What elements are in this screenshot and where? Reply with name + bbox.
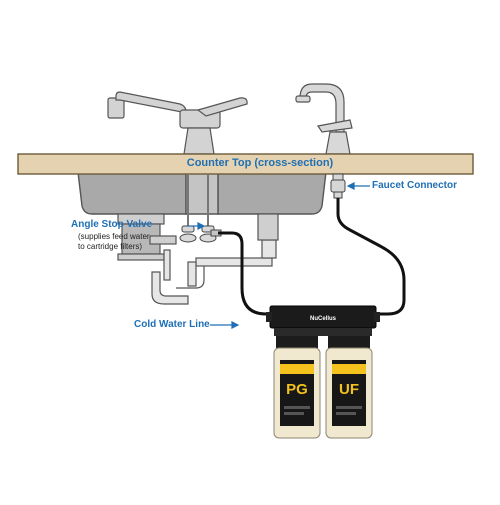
faucet-connector-arrowhead xyxy=(346,182,355,190)
filter-head: NuCellus xyxy=(266,305,380,336)
cartridge-uf-label: UF xyxy=(339,381,359,398)
countertop-label: Counter Top (cross-section) xyxy=(186,157,334,169)
brand-logo: NuCellus xyxy=(310,316,337,322)
cold-water-line-label: Cold Water Line xyxy=(134,319,210,330)
faucet-connector-label: Faucet Connector xyxy=(372,180,458,191)
drain-trap-pipes xyxy=(151,213,279,305)
angle-stop-valve xyxy=(179,174,222,243)
angle-stop-valve-note-line-1: (supplies feed water xyxy=(78,232,150,241)
cold-water-arrowhead xyxy=(231,321,240,329)
cartridge-pg: PG xyxy=(273,336,321,439)
cartridge-uf: UF xyxy=(325,336,373,439)
double-sink-basin xyxy=(77,171,327,215)
angle-stop-valve-note-line-2: to cartridge filters) xyxy=(78,242,143,251)
angle-stop-valve-label: Angle Stop Valve xyxy=(71,219,153,230)
water-filter-faucet xyxy=(295,83,353,155)
cold-water-line-tube xyxy=(218,231,272,316)
callout-arrows xyxy=(188,182,370,329)
faucet-connector-fitting xyxy=(330,173,346,199)
countertop xyxy=(17,153,474,175)
faucet-supply-tube xyxy=(336,198,406,316)
disposal-unit xyxy=(117,213,177,261)
kitchen-faucet xyxy=(107,91,248,155)
angle-stop-arrowhead xyxy=(197,222,206,230)
cartridge-pg-label: PG xyxy=(286,381,308,398)
